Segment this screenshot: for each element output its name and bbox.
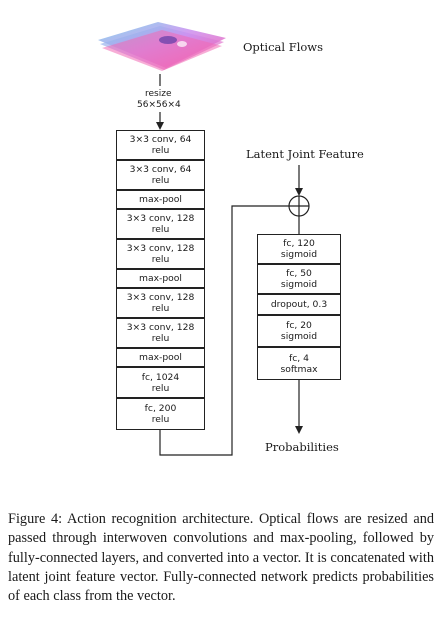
fc-block-4-op: fc, 4 — [289, 352, 309, 364]
maxpool-block-2-op: max-pool — [139, 273, 182, 284]
architecture-diagram: Optical Flows resize 56×56×4 3×3 conv, 6… — [98, 22, 364, 456]
fc-block-1024-op: fc, 1024 — [141, 371, 180, 383]
fc-block-200: fc, 200 relu — [116, 398, 205, 430]
conv-block-3-activation: relu — [151, 224, 170, 235]
maxpool-block-1: max-pool — [116, 190, 205, 209]
fc-block-4: fc, 4 softmax — [257, 347, 341, 380]
fc-block-200-op: fc, 200 — [144, 403, 177, 414]
arrowhead-icon — [295, 188, 303, 196]
maxpool-block-3-op: max-pool — [139, 352, 182, 363]
dropout-block-op: dropout, 0.3 — [270, 299, 328, 310]
fc-block-1024-activation: relu — [151, 382, 170, 394]
conv-block-5: 3×3 conv, 128 relu — [116, 288, 205, 318]
conv-block-6-op: 3×3 conv, 128 — [126, 322, 195, 333]
fc-block-20-op: fc, 20 — [286, 320, 312, 331]
fc-block-20: fc, 20 sigmoid — [257, 315, 341, 347]
conv-block-3: 3×3 conv, 128 relu — [116, 209, 205, 239]
maxpool-block-2: max-pool — [116, 269, 205, 288]
latent-joint-feature-label: Latent Joint Feature — [246, 147, 364, 161]
conv-block-4-activation: relu — [151, 254, 170, 265]
resize-label: resize — [145, 89, 172, 99]
conv-block-1-activation: relu — [151, 145, 170, 156]
conv-block-5-op: 3×3 conv, 128 — [126, 292, 195, 303]
fc-block-200-activation: relu — [151, 414, 170, 425]
conv-block-2-op: 3×3 conv, 64 — [129, 164, 192, 175]
fc-block-50-activation: sigmoid — [280, 279, 318, 290]
arrowhead-icon — [295, 426, 303, 434]
optical-flows-label: Optical Flows — [243, 40, 324, 54]
conv-block-4-op: 3×3 conv, 128 — [126, 243, 195, 254]
fc-block-50-op: fc, 50 — [286, 268, 312, 279]
conv-block-1-op: 3×3 conv, 64 — [129, 134, 192, 145]
conv-block-4: 3×3 conv, 128 relu — [116, 239, 205, 269]
optical-flow-image — [98, 22, 226, 71]
dropout-block: dropout, 0.3 — [257, 294, 341, 315]
conv-block-6: 3×3 conv, 128 relu — [116, 318, 205, 348]
conv-block-6-activation: relu — [151, 333, 170, 344]
maxpool-block-3: max-pool — [116, 348, 205, 367]
fc-block-120-op: fc, 120 — [283, 238, 315, 249]
conv-block-3-op: 3×3 conv, 128 — [126, 213, 195, 224]
connector-lines — [156, 74, 310, 456]
conv-block-1: 3×3 conv, 64 relu — [116, 130, 205, 160]
conv-block-2-activation: relu — [151, 175, 170, 186]
resize-dimensions: 56×56×4 — [137, 100, 181, 110]
fc-block-120-activation: sigmoid — [280, 249, 318, 260]
arrowhead-icon — [156, 122, 164, 130]
fc-block-50: fc, 50 sigmoid — [257, 264, 341, 294]
fc-block-120: fc, 120 sigmoid — [257, 234, 341, 264]
fc-block-20-activation: sigmoid — [280, 331, 318, 342]
fc-block-4-activation: softmax — [280, 363, 318, 375]
conv-block-5-activation: relu — [151, 303, 170, 314]
maxpool-block-1-op: max-pool — [139, 194, 182, 205]
conv-block-2: 3×3 conv, 64 relu — [116, 160, 205, 190]
probabilities-label: Probabilities — [265, 440, 339, 454]
stack-to-joint-line — [159, 205, 289, 456]
figure-caption: Figure 4: Action recognition architectur… — [8, 511, 434, 605]
fc-block-1024: fc, 1024 relu — [116, 367, 205, 398]
